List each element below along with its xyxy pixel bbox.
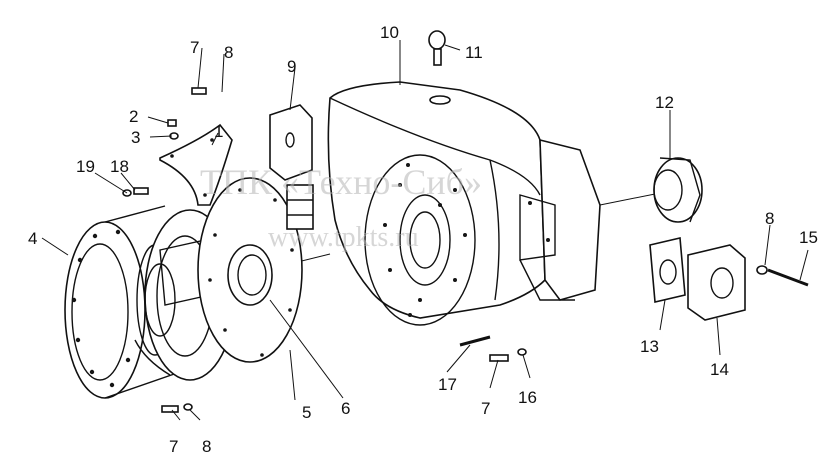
- part-13-gasket: [649, 237, 686, 303]
- callout-7-bottom-left: 7: [169, 437, 178, 456]
- callout-7-top: 7: [190, 38, 199, 57]
- callout-6: 6: [341, 399, 350, 418]
- callout-labels: 1 2 3 4 5 6 7 8 9 10 11 12 13 14 15 16 1…: [28, 23, 818, 456]
- callout-19: 19: [76, 157, 95, 176]
- fasteners: [122, 87, 809, 413]
- callout-10: 10: [380, 23, 399, 42]
- watermark-company: ТПК «Техно-Сиб»: [200, 162, 482, 202]
- part-10-main-housing: [327, 81, 601, 326]
- part-12-bearing: [653, 157, 703, 223]
- callout-18: 18: [110, 157, 129, 176]
- callout-11: 11: [465, 43, 483, 62]
- callout-13: 13: [640, 337, 659, 356]
- callout-7-bottom-right: 7: [481, 399, 490, 418]
- callout-1: 1: [214, 122, 223, 141]
- part-9-breather-block: [269, 104, 314, 230]
- callout-5: 5: [302, 403, 311, 422]
- callout-15: 15: [799, 228, 818, 247]
- callout-8-top: 8: [224, 43, 233, 62]
- callout-14: 14: [710, 360, 729, 379]
- part-11-eye-bolt: [428, 30, 446, 66]
- leader-lines: [41, 40, 809, 421]
- callout-8-right: 8: [765, 209, 774, 228]
- part-14-cover: [687, 244, 746, 321]
- callout-17: 17: [438, 375, 457, 394]
- callout-3: 3: [131, 128, 140, 147]
- callout-8-bottom-left: 8: [202, 437, 211, 456]
- watermark-url: www.tpkts.ru: [268, 222, 419, 253]
- callout-16: 16: [518, 388, 537, 407]
- callout-9: 9: [287, 57, 296, 76]
- callout-2: 2: [129, 107, 138, 126]
- part-6-seal-ring: [227, 244, 273, 306]
- part-1-curved-plate: [159, 123, 233, 206]
- callout-12: 12: [655, 93, 674, 112]
- callout-4: 4: [28, 229, 37, 248]
